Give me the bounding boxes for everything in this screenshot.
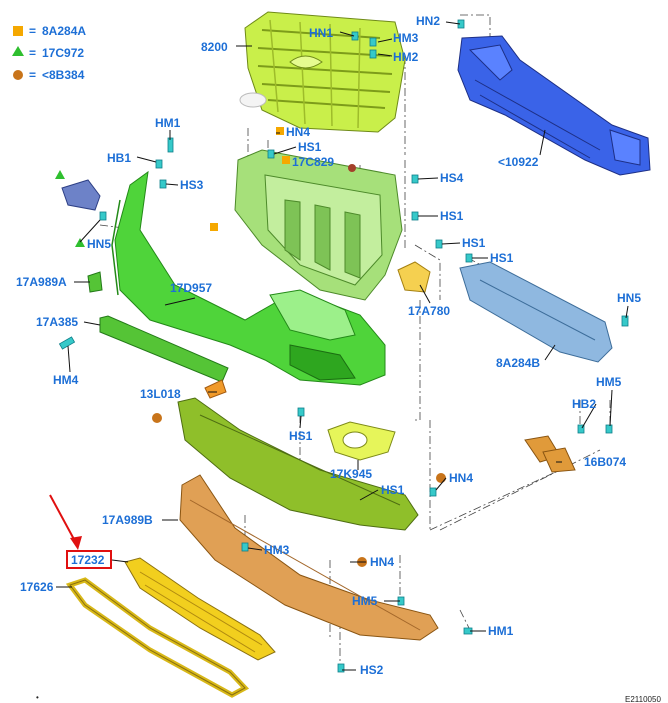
highlight-17232 bbox=[49, 494, 112, 569]
legend: = 8A284A = 17C972 = <8B384 bbox=[12, 24, 86, 82]
lower-grille-17232 bbox=[124, 557, 276, 661]
label-hs1-c[interactable]: HS1 bbox=[462, 236, 486, 250]
label-17d957[interactable]: 17D957 bbox=[170, 281, 212, 295]
upper-bracket-frame bbox=[234, 149, 403, 301]
label-hm2[interactable]: HM2 bbox=[393, 50, 419, 64]
leader-lines bbox=[56, 21, 629, 671]
legend-circle-eq: = bbox=[29, 68, 36, 82]
label-17c829[interactable]: 17C829 bbox=[292, 155, 334, 169]
upper-grille-8200 bbox=[239, 11, 406, 133]
label-hs2[interactable]: HS2 bbox=[360, 663, 384, 677]
label-hs1-b[interactable]: HS1 bbox=[440, 209, 464, 223]
brown-circle-icon bbox=[348, 164, 356, 172]
orange-circle-icon bbox=[436, 473, 446, 483]
label-hn5-left[interactable]: HN5 bbox=[87, 237, 111, 251]
triangle-icon bbox=[12, 46, 24, 56]
legend-square-eq: = bbox=[29, 24, 36, 38]
green-triangle-icon bbox=[55, 170, 65, 179]
orange-square-icon bbox=[282, 156, 290, 164]
lower-deflector bbox=[179, 474, 439, 641]
highlight-box bbox=[66, 550, 112, 569]
label-hn5-right[interactable]: HN5 bbox=[617, 291, 641, 305]
label-hs1-a[interactable]: HS1 bbox=[298, 140, 322, 154]
clip-17a989a bbox=[87, 271, 103, 293]
label-10922[interactable]: <10922 bbox=[498, 155, 539, 169]
label-17a989b[interactable]: 17A989B bbox=[102, 513, 153, 527]
label-17626[interactable]: 17626 bbox=[20, 580, 54, 594]
footer-mark: • bbox=[36, 693, 39, 702]
label-hm3-top[interactable]: HM3 bbox=[393, 31, 419, 45]
label-13l018[interactable]: 13L018 bbox=[140, 387, 181, 401]
label-hs3[interactable]: HS3 bbox=[180, 178, 204, 192]
label-hs1-d[interactable]: HS1 bbox=[490, 251, 514, 265]
label-17a385[interactable]: 17A385 bbox=[36, 315, 78, 329]
label-hm3-bot[interactable]: HM3 bbox=[264, 543, 290, 557]
legend-triangle-eq: = bbox=[29, 46, 36, 60]
bumper-reinforcement bbox=[457, 35, 651, 176]
bracket-17a780 bbox=[397, 261, 431, 293]
label-17232[interactable]: 17232 bbox=[71, 553, 105, 567]
label-17a780[interactable]: 17A780 bbox=[408, 304, 450, 318]
circle-icon bbox=[13, 70, 23, 80]
label-hm4[interactable]: HM4 bbox=[53, 373, 79, 387]
side-bracket-left bbox=[61, 179, 101, 211]
label-hb2[interactable]: HB2 bbox=[572, 397, 596, 411]
label-16b074[interactable]: 16B074 bbox=[584, 455, 626, 469]
orange-square-icon bbox=[210, 223, 218, 231]
label-hm5-right[interactable]: HM5 bbox=[596, 375, 622, 389]
label-hn1[interactable]: HN1 bbox=[309, 26, 333, 40]
emblem-icon bbox=[239, 92, 267, 108]
part-labels: 8200 HN1 HM3 HM2 HN2 <10922 HM1 HN4 HS1 … bbox=[16, 14, 641, 677]
red-arrow-icon bbox=[49, 494, 77, 544]
label-8a284b[interactable]: 8A284B bbox=[496, 356, 540, 370]
legend-square-code: 8A284A bbox=[42, 24, 86, 38]
brackets-16b074 bbox=[524, 435, 576, 473]
label-hn2[interactable]: HN2 bbox=[416, 14, 440, 28]
orange-circle-icon bbox=[152, 413, 162, 423]
footer-code: E2110050 bbox=[625, 695, 661, 703]
label-17a989a[interactable]: 17A989A bbox=[16, 275, 67, 289]
legend-triangle-code: 17C972 bbox=[42, 46, 84, 60]
label-hs1-f[interactable]: HS1 bbox=[381, 483, 405, 497]
label-hn4-top[interactable]: HN4 bbox=[286, 125, 310, 139]
label-hb1[interactable]: HB1 bbox=[107, 151, 131, 165]
grille-frame-17626 bbox=[65, 577, 250, 698]
square-icon bbox=[13, 26, 23, 36]
green-triangle-icon bbox=[75, 238, 85, 247]
lower-shield bbox=[177, 397, 419, 531]
legend-circle-code: <8B384 bbox=[42, 68, 85, 82]
label-hm5-bot[interactable]: HM5 bbox=[352, 594, 378, 608]
fog-bezel-17k945 bbox=[327, 421, 396, 461]
bracket-13l018 bbox=[204, 379, 227, 399]
license-bracket-17a385 bbox=[99, 315, 229, 383]
label-hn4-mid[interactable]: HN4 bbox=[449, 471, 473, 485]
label-hs1-e[interactable]: HS1 bbox=[289, 429, 313, 443]
label-hm1-top[interactable]: HM1 bbox=[155, 116, 181, 130]
label-8200[interactable]: 8200 bbox=[201, 40, 228, 54]
label-hm1-bot[interactable]: HM1 bbox=[488, 624, 514, 638]
label-hs4[interactable]: HS4 bbox=[440, 171, 464, 185]
orange-square-icon bbox=[276, 127, 284, 135]
label-hn4-bot[interactable]: HN4 bbox=[370, 555, 394, 569]
label-17k945[interactable]: 17K945 bbox=[330, 467, 372, 481]
energy-absorber-8a284b bbox=[459, 261, 613, 363]
fasteners bbox=[55, 19, 629, 673]
red-arrowhead-icon bbox=[70, 536, 82, 550]
bumper-cover-17d957 bbox=[111, 170, 386, 386]
